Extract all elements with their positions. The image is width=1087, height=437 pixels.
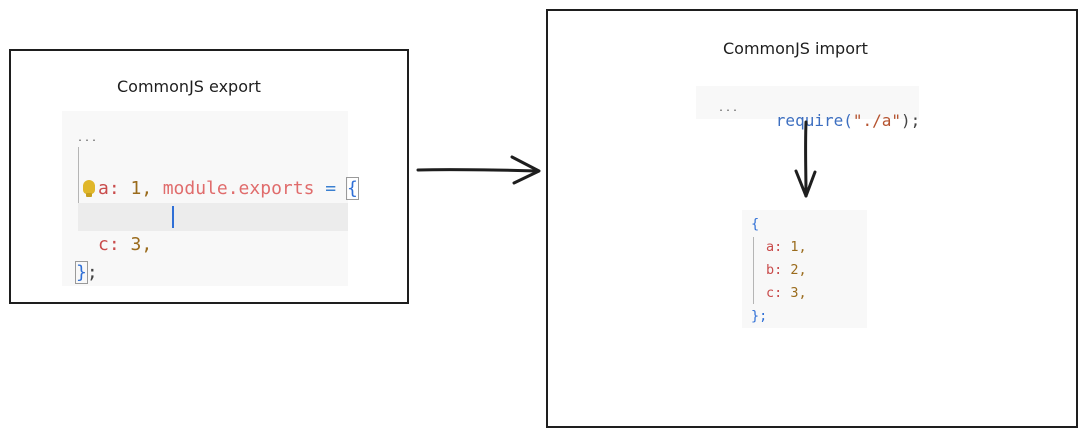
lightbulb-icon[interactable] [83, 180, 95, 197]
key-c: c: [98, 234, 120, 255]
indent-guide [78, 147, 79, 231]
key-c: c: [766, 285, 783, 301]
text-caret [172, 206, 174, 228]
value-c: 3, [790, 285, 807, 301]
open-brace-token: { [751, 216, 760, 232]
value-c: 3, [130, 234, 153, 255]
close-brace-token: }; [751, 308, 768, 324]
code-line-2: a: 1, [62, 147, 348, 199]
require-end: ); [901, 111, 921, 130]
code-line-5: }; [62, 231, 348, 284]
require-path: "./a" [852, 111, 902, 130]
require-code-snippet: ... require("./a"); [696, 86, 920, 130]
code-line-1: module.exports = { [62, 119, 359, 200]
key-a: a: [766, 239, 783, 255]
commonjs-export-panel: CommonJS export ... module.exports = { a… [9, 49, 409, 304]
value-b: 2, [790, 262, 807, 278]
key-a: a: [98, 178, 120, 199]
close-brace-token: } [75, 261, 88, 284]
import-panel-title: CommonJS import [723, 39, 868, 58]
resolved-object-block: { a: 1, b: 2, c: 3, }; [742, 210, 867, 328]
code-line-4-highlighted: c: 3, [78, 203, 348, 255]
key-b: b: [766, 262, 783, 278]
export-panel-title: CommonJS export [117, 77, 261, 96]
commonjs-import-panel: CommonJS import ... require("./a"); { a:… [546, 9, 1078, 428]
module-exports-token: module.exports [162, 178, 315, 199]
value-a: 1, [130, 178, 153, 199]
indent-guide [753, 237, 754, 304]
open-brace-token: { [345, 177, 359, 200]
value-a: 1, [790, 239, 807, 255]
ellipsis-dots: ... [77, 133, 99, 144]
semicolon-token: ; [86, 262, 98, 283]
export-code-block: ... module.exports = { a: 1, b: 2, c: 3,… [62, 111, 359, 286]
ellipsis-dots: ... [718, 103, 740, 114]
require-function: require( [775, 111, 853, 130]
equals-token: = [325, 178, 337, 199]
down-arrow-icon [794, 120, 817, 198]
right-arrow-icon [416, 155, 541, 185]
